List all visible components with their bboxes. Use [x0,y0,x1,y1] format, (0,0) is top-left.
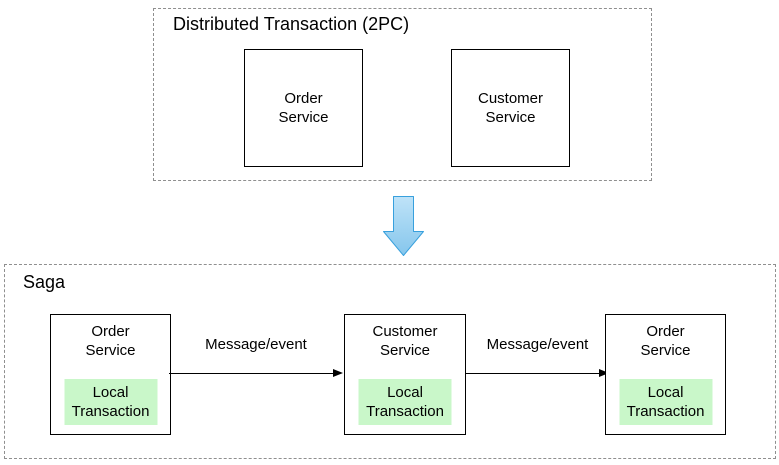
message-event-label: Message/event [205,336,307,353]
message-event-arrow: Message/event [169,336,343,383]
customer-service-node: Customer Service Local Transaction [344,314,466,435]
customer-service-label: Customer Service [477,90,544,126]
arrow-head-icon [333,369,343,378]
local-transaction-badge: Local Transaction [64,379,157,425]
arrow-line [169,373,336,374]
order-service-label: Order Service [640,323,691,359]
down-arrow-icon [383,196,424,256]
local-transaction-badge: Local Transaction [619,379,712,425]
customer-service-label: Customer Service [372,323,438,359]
saga-panel: Saga Order Service Local Transaction Mes… [4,264,776,459]
distributed-transaction-title: Distributed Transaction (2PC) [173,14,410,34]
arrow-head-icon [599,369,609,378]
message-event-label: Message/event [486,336,589,353]
order-service-node: Order Service Local Transaction [605,314,726,435]
distributed-transaction-panel: Distributed Transaction (2PC) Order Serv… [153,8,652,181]
order-service-label: Order Service [278,90,329,126]
saga-title: Saga [23,272,66,292]
local-transaction-badge: Local Transaction [358,379,452,425]
order-service-label: Order Service [85,323,136,359]
customer-service-node: Customer Service [451,49,570,167]
arrow-line [466,373,602,374]
order-service-node: Order Service Local Transaction [50,314,171,435]
message-event-arrow: Message/event [466,336,609,383]
order-service-node: Order Service [244,49,363,167]
